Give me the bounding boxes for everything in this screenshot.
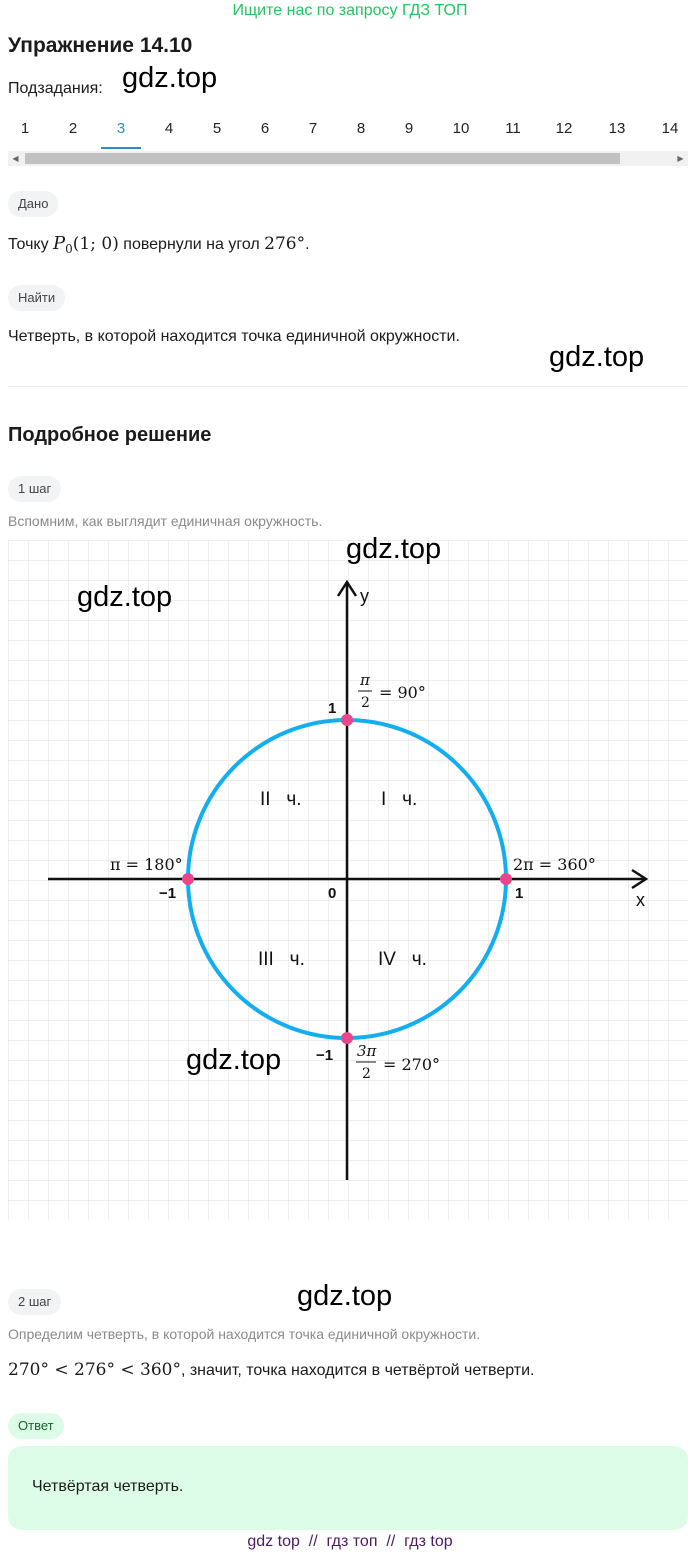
label-90-numerator: π — [359, 671, 371, 689]
quadrant-3-label: III ч. — [258, 949, 305, 970]
given-text-post: . — [305, 236, 310, 253]
label-270-denominator: 2 — [362, 1066, 371, 1082]
watermark: gdz.top — [186, 1044, 282, 1076]
quadrant-4-label: IV ч. — [378, 949, 427, 970]
given-badge: Дано — [8, 191, 59, 217]
step-1-text: Вспомним, как выглядит единичная окружно… — [8, 513, 323, 529]
active-tab-indicator — [101, 147, 141, 149]
tab-13[interactable]: 13 — [608, 120, 626, 137]
tab-1[interactable]: 1 — [20, 120, 30, 137]
label-90-denominator: 2 — [361, 695, 370, 711]
footer-links[interactable]: gdz top // гдз топ // гдз top — [247, 1533, 453, 1550]
tab-5[interactable]: 5 — [212, 120, 222, 137]
origin-label: 0 — [328, 885, 336, 902]
divider — [8, 386, 688, 387]
watermark: gdz.top — [77, 581, 173, 613]
tab-12[interactable]: 12 — [555, 120, 573, 137]
label-270-rest: = 270° — [383, 1055, 440, 1074]
step-1-badge: 1 шаг — [8, 476, 62, 502]
tab-11[interactable]: 11 — [505, 120, 521, 137]
label-90-rest: = 90° — [379, 683, 426, 702]
answer-box — [8, 1446, 688, 1530]
tab-8[interactable]: 8 — [356, 120, 366, 137]
y-axis-label: y — [360, 586, 369, 606]
scroll-right-icon[interactable]: ▶ — [677, 154, 684, 163]
watermark: gdz.top — [297, 1280, 393, 1312]
x-axis-label: x — [636, 890, 645, 910]
given-angle: 276° — [264, 234, 306, 254]
subtasks-label: Подзадания: — [8, 80, 103, 97]
unit-circle-figure: x y 0 1 −1 1 −1 I ч. II ч. III ч. IV ч. … — [8, 540, 688, 1220]
solution-heading: Подробное решение — [8, 424, 212, 446]
label-180: π = 180° — [110, 855, 183, 874]
point-90 — [341, 714, 353, 726]
tab-9[interactable]: 9 — [404, 120, 414, 137]
point-270 — [341, 1032, 353, 1044]
given-text: Точку P0(1; 0) повернули на угол 276°. — [8, 233, 310, 256]
find-text: Четверть, в которой находится точка един… — [8, 328, 460, 345]
watermark: gdz.top — [346, 533, 442, 565]
scroll-left-icon[interactable]: ◀ — [12, 154, 19, 163]
tick-label-y-pos: 1 — [328, 700, 336, 717]
tab-14[interactable]: 14 — [661, 120, 679, 137]
given-text-mid: повернули на угол — [118, 236, 265, 253]
tab-7[interactable]: 7 — [308, 120, 318, 137]
tab-6[interactable]: 6 — [260, 120, 270, 137]
watermark: gdz.top — [549, 341, 645, 373]
label-270-numerator: 3π — [357, 1042, 378, 1060]
given-text-pre: Точку — [8, 236, 54, 253]
tab-2[interactable]: 2 — [68, 120, 78, 137]
step-2-formula: 270° < 276° < 360° — [8, 1360, 181, 1380]
given-point-sub: 0 — [65, 242, 73, 257]
tick-label-y-neg: −1 — [316, 1047, 333, 1064]
step-2-conclusion-text: , значит, точка находится в четвёртой че… — [180, 1362, 535, 1379]
tab-10[interactable]: 10 — [452, 120, 470, 137]
promo-banner[interactable]: Ищите нас по запросу ГДЗ ТОП — [232, 2, 468, 19]
find-badge: Найти — [8, 285, 66, 311]
page-title: Упражнение 14.10 — [8, 34, 193, 57]
given-point: P — [53, 233, 66, 254]
answer-badge: Ответ — [8, 1413, 64, 1439]
step-2-conclusion: 270° < 276° < 360°, значит, точка находи… — [8, 1360, 535, 1380]
label-360: 2π = 360° — [513, 855, 596, 874]
tab-3[interactable]: 3 — [116, 120, 126, 137]
scrollbar-thumb[interactable] — [25, 153, 620, 164]
tab-4[interactable]: 4 — [164, 120, 174, 137]
point-360 — [500, 873, 512, 885]
step-2-text: Определим четверть, в которой находится … — [8, 1326, 481, 1342]
quadrant-1-label: I ч. — [381, 789, 417, 810]
answer-text: Четвёртая четверть. — [32, 1478, 184, 1495]
step-2-badge: 2 шаг — [8, 1289, 62, 1315]
tick-label-x-neg: −1 — [159, 885, 176, 902]
given-coords: (1; 0) — [72, 234, 119, 254]
tick-label-x-pos: 1 — [515, 885, 523, 902]
x-axis-arrow-icon — [631, 868, 649, 890]
watermark: gdz.top — [122, 62, 218, 94]
point-180 — [182, 873, 194, 885]
quadrant-2-label: II ч. — [260, 789, 302, 810]
y-axis-arrow-icon — [336, 579, 358, 597]
